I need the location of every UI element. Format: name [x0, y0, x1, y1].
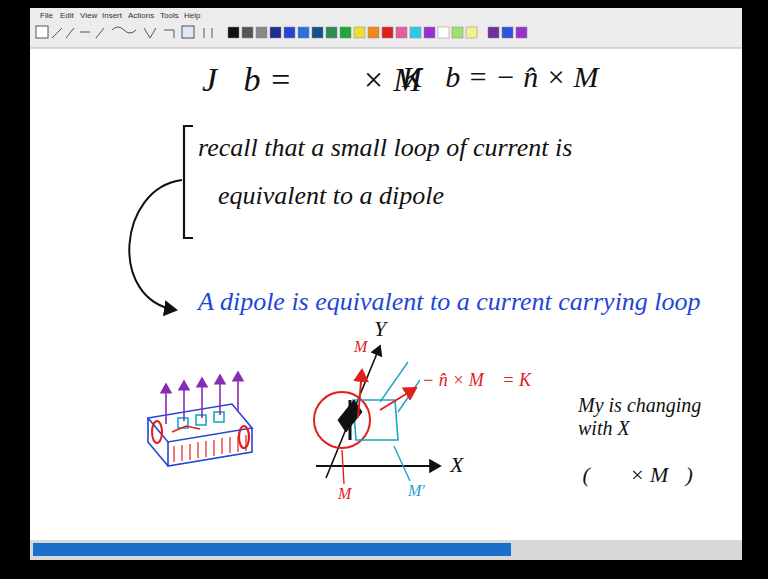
equation: ⇒ (∇⃗ × M⃗) [560, 462, 693, 487]
axis-label: Y [372, 316, 388, 341]
menu-item: Tools [160, 11, 179, 20]
menu-item: View [80, 11, 97, 20]
axis-label: X [448, 452, 465, 477]
menu-item: Insert [102, 11, 122, 20]
note-text: A dipole is equivalent to a current carr… [198, 280, 738, 324]
vector-label: M [336, 485, 353, 503]
vector-label: − n̂ × M⃗ = K [420, 370, 533, 391]
vector-label: M [352, 338, 369, 356]
vector-label: M' [406, 482, 427, 500]
menu-item: Actions [128, 11, 154, 20]
menu-item: Edit [60, 11, 74, 20]
equation: K⃗b = − n̂ × M⃗ [402, 60, 622, 95]
menu-item: Help [184, 11, 200, 20]
menu-item: File [40, 11, 53, 20]
note-text: My is changing with X [578, 394, 708, 440]
note-text: recall that a small loop of current is e… [198, 124, 618, 220]
